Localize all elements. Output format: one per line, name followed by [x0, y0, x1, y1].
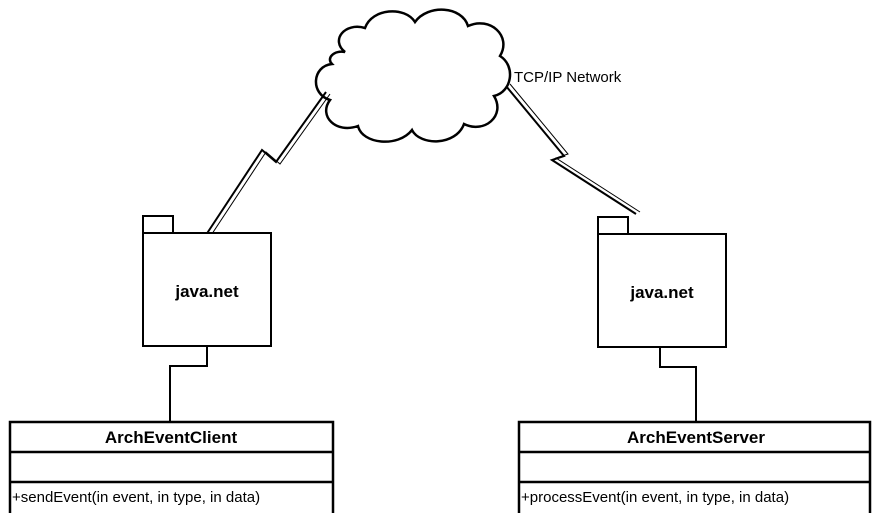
client-class: ArchEventClient +sendEvent(in event, in …: [8, 420, 335, 513]
server-class-box: [517, 420, 872, 513]
client-package-connector: [169, 346, 208, 422]
server-class-method: +processEvent(in event, in type, in data…: [521, 489, 789, 506]
client-class-box: [8, 420, 335, 513]
cloud-shape: [314, 8, 512, 143]
server-network-link-shadow: [509, 83, 641, 213]
server-network-link: [505, 85, 637, 215]
client-class-method: +sendEvent(in event, in type, in data): [12, 489, 260, 506]
server-package-connector: [659, 347, 697, 422]
client-package-body: [142, 232, 272, 347]
network-cloud: TCP/IP Network: [314, 8, 622, 143]
server-package-body: [597, 233, 727, 348]
network-label: TCP/IP Network: [514, 69, 622, 86]
server-package-tab: [597, 216, 629, 235]
client-network-link: [199, 91, 327, 245]
client-network-link-shadow: [203, 93, 331, 247]
server-class-name: ArchEventServer: [627, 428, 765, 447]
client-package-label: java.net: [174, 282, 239, 301]
client-class-name: ArchEventClient: [105, 428, 238, 447]
server-class: ArchEventServer +processEvent(in event, …: [517, 420, 872, 513]
client-package: java.net: [142, 215, 272, 347]
server-package: java.net: [597, 216, 727, 348]
client-package-tab: [142, 215, 174, 234]
server-package-label: java.net: [629, 283, 694, 302]
